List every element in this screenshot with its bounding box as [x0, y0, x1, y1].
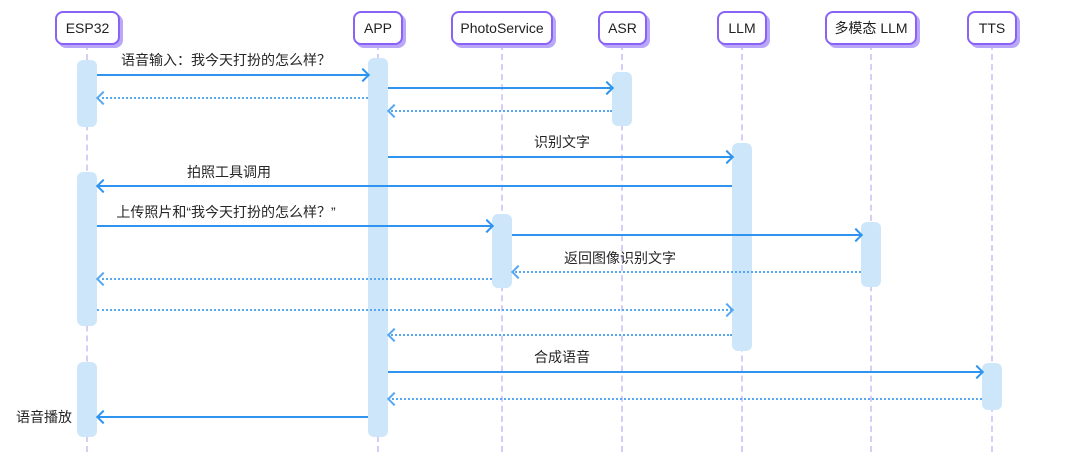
- participant-mm-llm: 多模态 LLM: [825, 11, 917, 45]
- arrowhead-left-icon: [386, 103, 402, 119]
- message-line-app-to-llm: [388, 156, 732, 158]
- participant-llm: LLM: [717, 11, 767, 45]
- activation-llm: [732, 143, 752, 351]
- arrowhead-left-icon: [386, 327, 402, 343]
- message-line-esp32-to-photoservice: [97, 225, 492, 227]
- message-label: 返回图像识别文字: [564, 250, 676, 266]
- lifeline-tts: [991, 44, 993, 452]
- participant-asr: ASR: [598, 11, 647, 45]
- message-label: 上传照片和“我今天打扮的怎么样？”: [116, 204, 336, 220]
- arrowhead-left-icon: [510, 264, 526, 280]
- activation-photoservice: [492, 214, 512, 288]
- arrowhead-left-icon: [95, 409, 111, 425]
- message-label: 识别文字: [534, 134, 590, 150]
- message-line-esp32-to-llm: [97, 309, 732, 311]
- arrowhead-left-icon: [95, 271, 111, 287]
- message-line-asr-to-app: [388, 110, 612, 112]
- message-line-app-to-asr: [388, 87, 612, 89]
- message-line-llm-to-app: [388, 334, 732, 336]
- message-line-app-to-tts: [388, 371, 982, 373]
- activation-app: [368, 58, 388, 437]
- participant-photoservice: PhotoService: [451, 11, 553, 45]
- message-label: 合成语音: [534, 349, 590, 365]
- message-line-photoservice-to-mm-llm: [512, 234, 861, 236]
- lifeline-asr: [621, 44, 623, 452]
- arrowhead-left-icon: [95, 178, 111, 194]
- activation-tts: [982, 363, 1002, 410]
- activation-mm-llm: [861, 222, 881, 287]
- message-label: 语音播放: [16, 409, 72, 425]
- arrowhead-left-icon: [95, 90, 111, 106]
- participant-esp32: ESP32: [55, 11, 120, 45]
- message-line-llm-to-esp32: [97, 185, 732, 187]
- message-line-app-to-esp32: [97, 416, 368, 418]
- message-line-app-to-esp32: [97, 97, 368, 99]
- activation-esp32: [77, 60, 97, 127]
- message-label: 语音输入：我今天打扮的怎么样？: [121, 52, 331, 68]
- participant-app: APP: [353, 11, 403, 45]
- activation-esp32: [77, 362, 97, 437]
- message-line-photoservice-to-esp32: [97, 278, 492, 280]
- message-line-mm-llm-to-photoservice: [512, 271, 861, 273]
- activation-asr: [612, 72, 632, 126]
- message-line-esp32-to-app: [97, 74, 368, 76]
- arrowhead-left-icon: [386, 391, 402, 407]
- participant-tts: TTS: [967, 11, 1017, 45]
- message-label: 拍照工具调用: [187, 164, 271, 180]
- message-line-tts-to-app: [388, 398, 982, 400]
- activation-esp32: [77, 172, 97, 326]
